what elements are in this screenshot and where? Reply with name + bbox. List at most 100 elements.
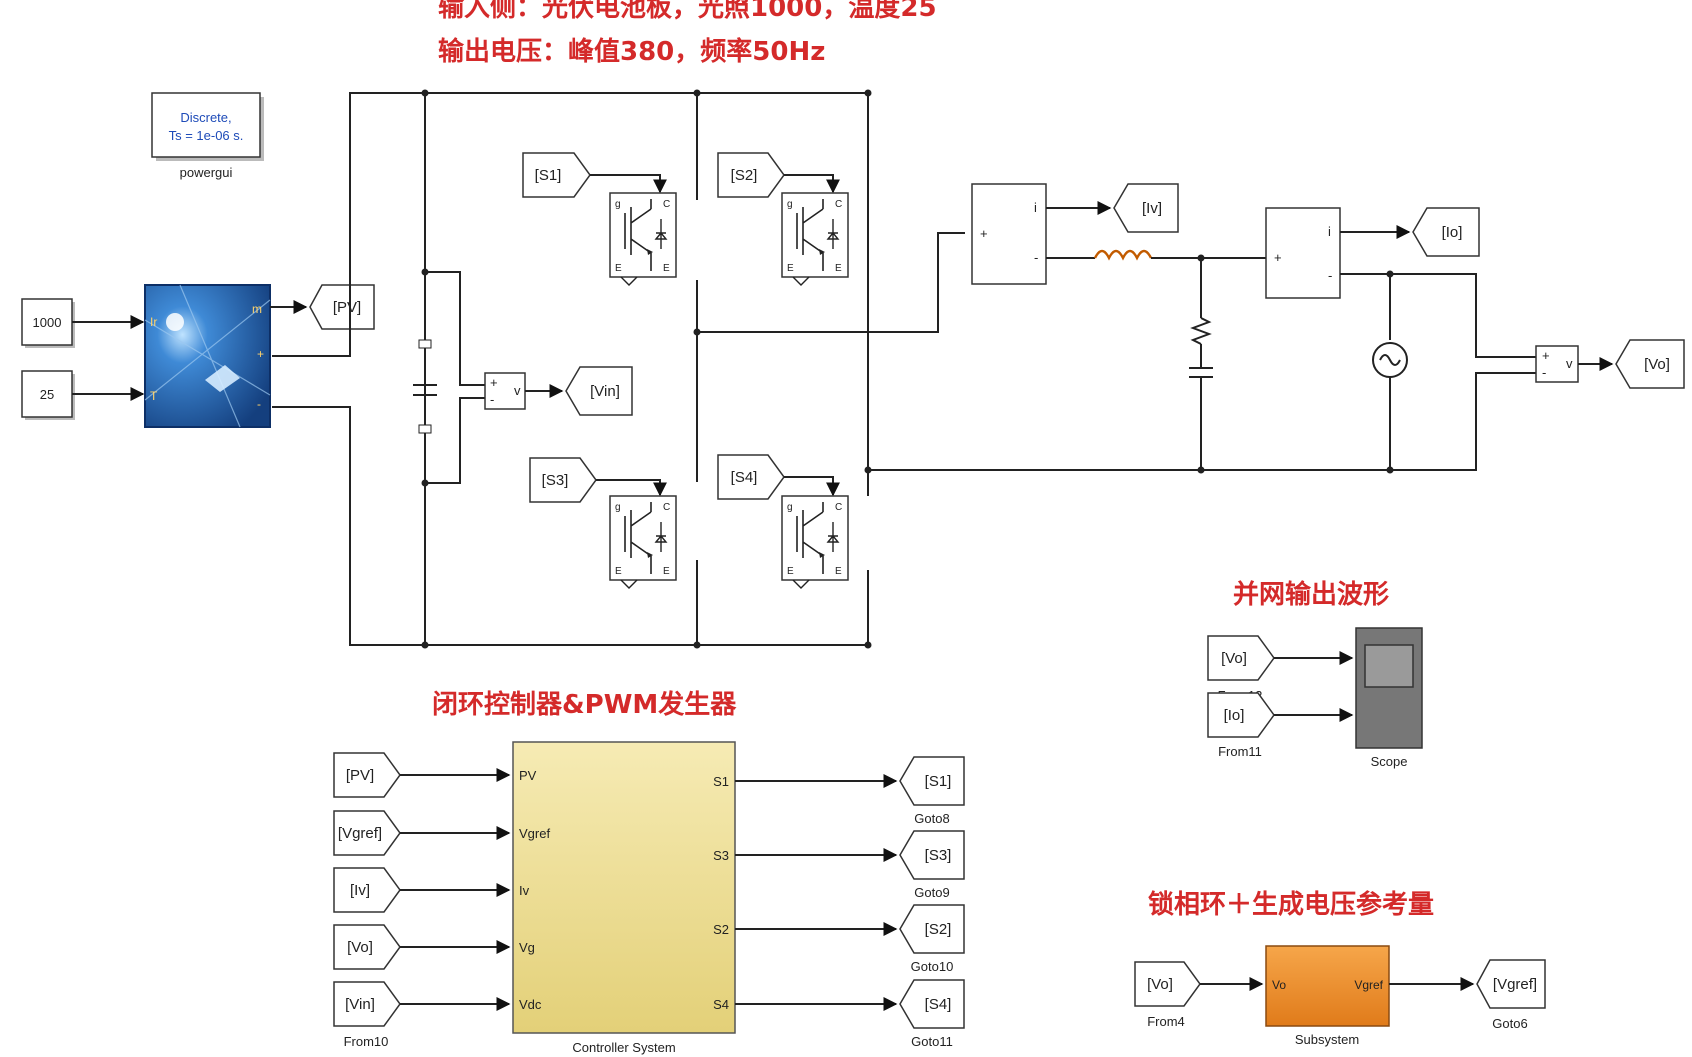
igbt-port-e-right: E bbox=[835, 263, 842, 274]
from11-caption: From11 bbox=[1218, 744, 1262, 759]
controller-from-tag: [PV] bbox=[346, 767, 374, 784]
controller-from-tag: [Iv] bbox=[350, 882, 370, 899]
vo-voltage-measurement[interactable]: + - v bbox=[1535, 345, 1579, 383]
iv-meas-plus: + bbox=[980, 226, 988, 241]
from-s3-tag: [S3] bbox=[542, 472, 569, 489]
pv-port-minus: - bbox=[257, 397, 261, 411]
vo-meas-plus: + bbox=[1542, 348, 1550, 363]
constant-irradiance-value: 1000 bbox=[33, 315, 62, 330]
header-annotation-line1: 输入侧：光伏电池板，光照1000，温度25 bbox=[438, 0, 937, 23]
from4-caption: From4 bbox=[1147, 1014, 1185, 1029]
from-s4-tag: [S4] bbox=[731, 469, 758, 486]
igbt-port-c: C bbox=[663, 502, 670, 513]
igbt-port-e: E bbox=[787, 566, 794, 577]
goto-pv[interactable]: [PV] bbox=[309, 284, 375, 330]
from-s1-tag: [S1] bbox=[535, 167, 562, 184]
igbt-s3[interactable]: g C E E bbox=[609, 495, 677, 589]
goto-io[interactable]: [Io] bbox=[1412, 207, 1480, 257]
goto-vgref[interactable]: [Vgref] Goto6 bbox=[1476, 959, 1546, 1031]
goto-vo[interactable]: [Vo] bbox=[1615, 339, 1685, 389]
from-s2[interactable]: [S2] bbox=[717, 152, 785, 198]
goto-iv[interactable]: [Iv] bbox=[1113, 183, 1179, 233]
vo-meas-minus: - bbox=[1542, 365, 1546, 380]
igbt-port-c: C bbox=[663, 199, 670, 210]
controller-goto-3[interactable]: [S4] Goto11 bbox=[899, 979, 965, 1049]
pv-port-m: m bbox=[252, 302, 262, 316]
goto-io-tag: [Io] bbox=[1442, 224, 1463, 241]
controller-input-port: Iv bbox=[519, 883, 530, 898]
goto6-caption: Goto6 bbox=[1492, 1016, 1527, 1031]
powergui-block[interactable]: Discrete, Ts = 1e-06 s. powergui bbox=[151, 92, 264, 180]
iv-meas-minus: - bbox=[1034, 250, 1038, 265]
controller-goto-0[interactable]: [S1]Goto8 bbox=[899, 756, 965, 826]
from-vo-pll[interactable]: [Vo] From4 bbox=[1134, 961, 1201, 1029]
goto-vo-tag: [Vo] bbox=[1644, 356, 1670, 373]
dc-link-capacitor[interactable] bbox=[413, 339, 437, 434]
io-meas-i: i bbox=[1328, 224, 1331, 239]
controller-input-port: Vdc bbox=[519, 997, 542, 1012]
subsystem-caption: Subsystem bbox=[1295, 1032, 1359, 1047]
from-s1[interactable]: [S1] bbox=[522, 152, 591, 198]
controller-output-port: S1 bbox=[713, 774, 729, 789]
controller-output-port: S4 bbox=[713, 997, 729, 1012]
controller-from-3[interactable]: [Vo] bbox=[333, 924, 401, 970]
from-io-scope-tag: [Io] bbox=[1224, 707, 1245, 724]
igbt-port-g: g bbox=[787, 199, 793, 210]
io-current-measurement[interactable]: + i - bbox=[1265, 207, 1341, 299]
from-s3[interactable]: [S3] bbox=[529, 457, 597, 503]
pll-subsystem-block[interactable]: Vo Vgref Subsystem bbox=[1265, 945, 1390, 1047]
igbt-port-e: E bbox=[615, 566, 622, 577]
vin-meas-plus: + bbox=[490, 375, 498, 390]
controller-input-port: Vg bbox=[519, 940, 535, 955]
constant-irradiance[interactable]: 1000 bbox=[21, 298, 75, 348]
igbt-port-e-right: E bbox=[663, 566, 670, 577]
controller-from-tag: [Vin] bbox=[345, 996, 375, 1013]
goto-vin-tag: [Vin] bbox=[590, 383, 620, 400]
iv-meas-i: i bbox=[1034, 200, 1037, 215]
from10-caption: From10 bbox=[344, 1034, 389, 1049]
vin-voltage-measurement[interactable]: + - v bbox=[484, 372, 526, 410]
controller-goto-tag: [S2] bbox=[925, 921, 952, 938]
powergui-line1: Discrete, bbox=[180, 110, 231, 125]
pll-port-vgref: Vgref bbox=[1354, 978, 1383, 992]
controller-from-1[interactable]: [Vgref] bbox=[333, 810, 401, 856]
goto-pv-tag: [PV] bbox=[333, 299, 361, 316]
filter-inductor[interactable] bbox=[1093, 249, 1153, 261]
igbt-port-g: g bbox=[615, 502, 621, 513]
pll-port-vo: Vo bbox=[1272, 978, 1286, 992]
grid-output-annotation: 并网输出波形 bbox=[1233, 579, 1389, 610]
grid-ac-source[interactable] bbox=[1372, 342, 1408, 378]
controller-goto-caption: Goto8 bbox=[914, 811, 949, 826]
controller-output-port: S2 bbox=[713, 922, 729, 937]
powergui-line2: Ts = 1e-06 s. bbox=[169, 128, 244, 143]
controller-goto-1[interactable]: [S3]Goto9 bbox=[899, 830, 965, 900]
iv-current-measurement[interactable]: + i - bbox=[971, 183, 1047, 285]
constant-temperature[interactable]: 25 bbox=[21, 370, 75, 420]
igbt-port-e-right: E bbox=[663, 263, 670, 274]
from-vo-scope-tag: [Vo] bbox=[1221, 650, 1247, 667]
pv-array-block[interactable]: Ir T m + - bbox=[144, 284, 271, 428]
vo-meas-v: v bbox=[1566, 356, 1573, 371]
controller-from-0[interactable]: [PV] bbox=[333, 752, 401, 798]
scope-caption: Scope bbox=[1371, 754, 1408, 769]
from-s4[interactable]: [S4] bbox=[717, 454, 785, 500]
scope-block[interactable]: Scope bbox=[1355, 627, 1423, 769]
from-io-scope[interactable]: [Io] From11 bbox=[1207, 692, 1275, 759]
controller-goto-caption: Goto11 bbox=[911, 1034, 953, 1049]
controller-goto-tag: [S4] bbox=[925, 996, 952, 1013]
controller-from-4[interactable]: [Vin] bbox=[333, 981, 401, 1027]
controller-from-2[interactable]: [Iv] bbox=[333, 867, 401, 913]
pv-port-plus: + bbox=[257, 347, 264, 361]
from-vo-pll-tag: [Vo] bbox=[1147, 976, 1173, 993]
igbt-port-g: g bbox=[615, 199, 621, 210]
controller-goto-2[interactable]: [S2]Goto10 bbox=[899, 904, 965, 974]
goto-vin[interactable]: [Vin] bbox=[565, 366, 633, 416]
pv-port-t: T bbox=[150, 389, 158, 403]
goto-vgref-tag: [Vgref] bbox=[1493, 976, 1537, 993]
filter-rc-branch[interactable] bbox=[1189, 317, 1213, 395]
controller-system-block[interactable]: Controller System bbox=[512, 741, 736, 1055]
